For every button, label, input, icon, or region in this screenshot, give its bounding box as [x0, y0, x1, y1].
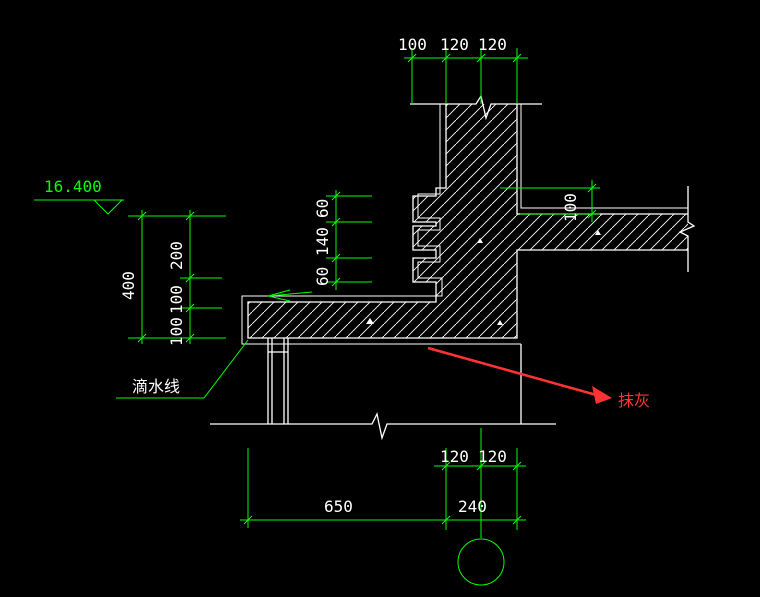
dim-step-60a: 60 [313, 199, 332, 218]
dim-bottom-120b: 120 [478, 447, 507, 466]
dim-top-120b: 120 [478, 35, 507, 54]
concrete-section [248, 104, 688, 338]
wall-break-top [410, 94, 542, 121]
dim-bottom-650: 650 [324, 497, 353, 516]
dim-top-100: 100 [398, 35, 427, 54]
slab-top-line [516, 104, 688, 215]
wall-outline [247, 104, 688, 339]
dim-left-100b: 100 [167, 317, 186, 346]
dimensions [34, 48, 600, 586]
dim-top-120a: 120 [440, 35, 469, 54]
dim-right-100: 100 [561, 193, 580, 222]
dim-left-100a: 100 [167, 285, 186, 314]
ground-break-line [210, 412, 556, 441]
dim-step-60b: 60 [313, 267, 332, 286]
dim-left-200: 200 [167, 241, 186, 270]
finish-line [241, 104, 521, 345]
dim-bottom-240: 240 [458, 497, 487, 516]
arrow-head [592, 386, 612, 404]
dim-bottom-120a: 120 [440, 447, 469, 466]
slab-break-right [678, 186, 696, 272]
drip-line-label: 滴水线 [132, 377, 180, 396]
support-column [267, 338, 289, 424]
dim-step-140: 140 [313, 227, 332, 256]
structure [210, 94, 696, 441]
finish-line-right [520, 104, 688, 209]
dim-left-400: 400 [119, 271, 138, 300]
plaster-annotation [427, 346, 612, 404]
elevation-label: 16.400 [44, 177, 102, 196]
plaster-label: 抹灰 [618, 391, 650, 410]
axis-bubble [457, 538, 505, 586]
